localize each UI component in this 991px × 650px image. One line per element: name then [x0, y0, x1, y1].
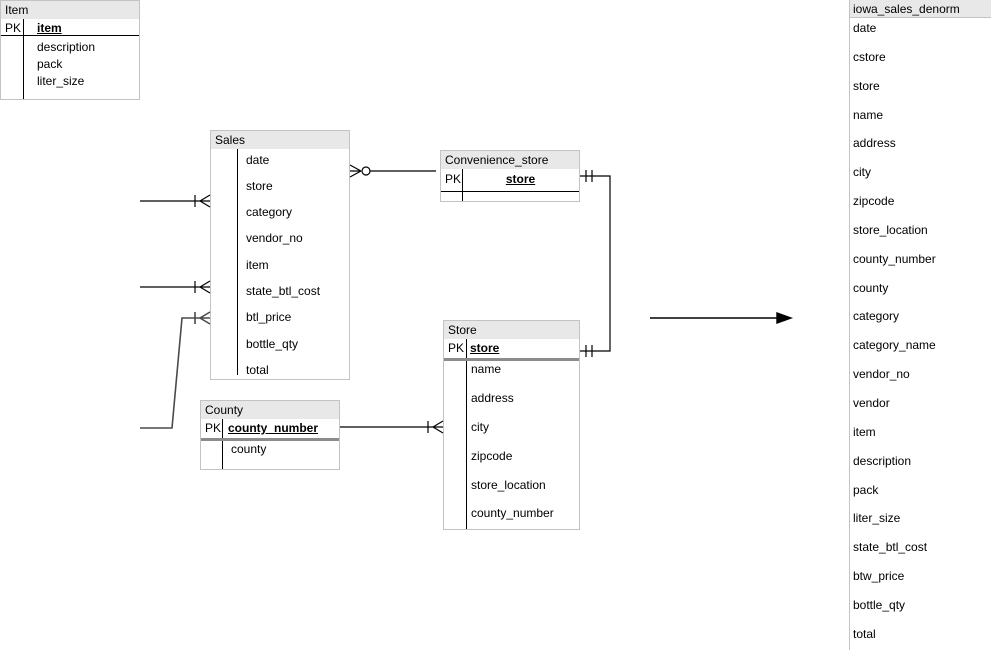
field-row: pack — [853, 482, 879, 497]
field-row: description — [37, 40, 96, 54]
field-row: vendor — [853, 395, 890, 410]
crow-foot-icon — [349, 164, 362, 178]
field-row: liter_size — [853, 511, 901, 526]
crow-foot-icon — [199, 311, 211, 325]
entity-title: Item — [1, 1, 139, 19]
pk-column-divider — [23, 19, 24, 99]
field-row: category — [853, 309, 900, 324]
denorm-table-panel[interactable]: iowa_sales_denorm date cstore store name add… — [849, 0, 991, 650]
field-row: pack — [37, 57, 63, 71]
denorm-arrow-icon[interactable] — [650, 312, 794, 324]
field-row: category_name — [853, 338, 936, 353]
field-row: liter_size — [37, 74, 85, 88]
field-row: store — [853, 78, 880, 93]
pk-column-divider — [237, 149, 238, 375]
pk-column-divider — [222, 419, 223, 469]
pk-field: county_number — [228, 421, 319, 435]
pk-row-rule — [1, 35, 139, 36]
field-row: name — [471, 362, 502, 376]
connector-category-sales[interactable] — [140, 194, 211, 208]
field-row: county_number — [853, 251, 936, 266]
field-list: date cstore store name address city zipcode sto… — [850, 18, 991, 650]
one-one-ticks — [585, 345, 593, 357]
field-row: btl_price — [246, 310, 292, 325]
one-one-ticks — [585, 170, 593, 182]
entity-title: Store — [444, 321, 579, 339]
field-row: item — [853, 424, 876, 439]
field-row: city — [471, 419, 489, 434]
connector-vendor-sales[interactable] — [140, 280, 211, 294]
field-list: county — [222, 439, 339, 469]
pk-row-rule — [444, 358, 579, 361]
field-row: zipcode — [471, 448, 513, 463]
denorm-table-title: iowa_sales_denorm — [850, 0, 991, 18]
entity-title: County — [201, 401, 339, 419]
field-row: city — [853, 165, 871, 180]
field-row: vendor_no — [853, 367, 910, 382]
field-row: name — [853, 107, 884, 122]
field-row: county_number — [471, 506, 554, 521]
field-row: btw_price — [853, 569, 905, 584]
field-row: bottle_qty — [246, 336, 299, 351]
field-row: cstore — [853, 49, 886, 64]
pk-label: PK — [448, 341, 465, 355]
connector-county-store[interactable] — [340, 420, 444, 434]
entity-store[interactable]: Store PK store name address city zipcode sto… — [443, 320, 580, 530]
entity-county[interactable]: County PK county_number county — [200, 400, 340, 470]
field-row: description — [853, 453, 912, 468]
field-row: date — [246, 152, 270, 167]
pk-label: PK — [205, 421, 222, 435]
field-row: bottle_qty — [853, 597, 906, 612]
crow-foot-icon — [199, 280, 211, 294]
pk-column-divider — [466, 339, 467, 529]
entity-item[interactable]: Item PK item description pack liter_size — [0, 0, 140, 100]
field-list: description pack liter_size — [23, 38, 139, 99]
zero-circle-icon — [361, 166, 371, 176]
pk-label: PK — [5, 21, 22, 35]
field-row: date — [853, 21, 877, 35]
crow-foot-icon — [199, 194, 211, 208]
entity-title: Sales — [211, 131, 349, 149]
field-row: total — [853, 626, 876, 641]
pk-row-rule — [441, 191, 579, 192]
field-row: total — [246, 362, 269, 377]
field-row: state_btl_cost — [246, 283, 321, 298]
connector-cstore-store[interactable] — [580, 170, 611, 357]
entity-convenience-store[interactable]: Convenience_store PK store — [440, 150, 580, 202]
crow-foot-icon — [432, 420, 444, 434]
pk-field: store — [505, 172, 536, 186]
field-row: vendor_no — [246, 231, 303, 246]
field-row: item — [246, 257, 269, 272]
pk-field: item — [37, 21, 62, 35]
field-row: store — [246, 178, 273, 193]
field-row: store_location — [471, 477, 546, 492]
field-row: address — [853, 136, 896, 151]
entity-title: Convenience_store — [441, 151, 579, 169]
field-row: category — [246, 205, 293, 220]
field-row: zipcode — [853, 194, 895, 209]
connector-sales-cstore[interactable] — [349, 164, 436, 178]
field-row: county — [853, 280, 889, 295]
field-row: county — [231, 442, 267, 456]
pk-label: PK — [445, 172, 462, 186]
pk-row-rule — [201, 438, 339, 441]
pk-field: store — [470, 341, 500, 355]
field-row: state_btl_cost — [853, 540, 928, 555]
pk-column-divider — [462, 169, 463, 201]
field-row: address — [471, 390, 514, 405]
field-row: store_location — [853, 222, 928, 237]
